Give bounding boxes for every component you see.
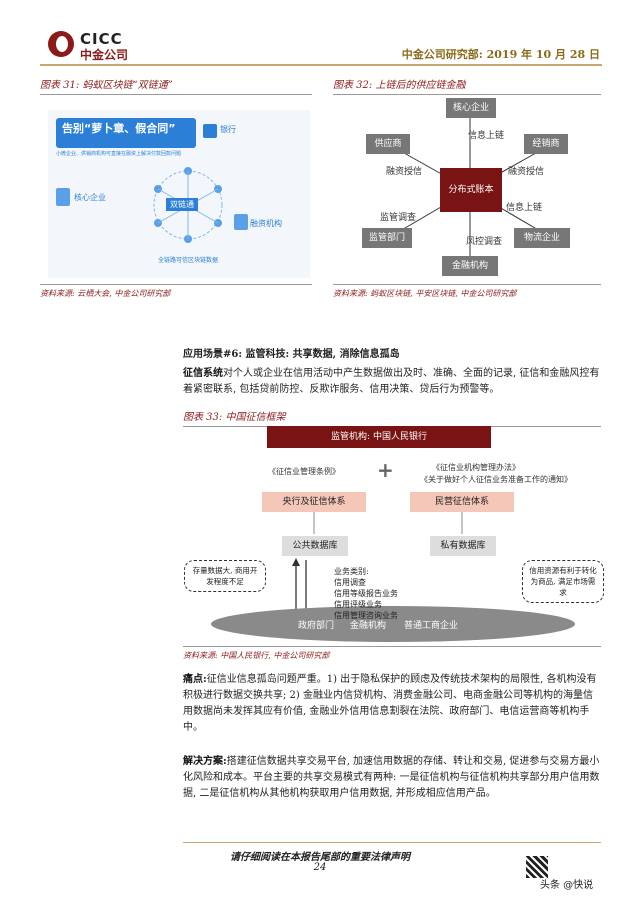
fig31-bank-label: 银行 — [220, 125, 236, 134]
fig33-business-item: 信用等级报告业务 — [334, 589, 398, 598]
fig32-edge-bottom-left: 监管调查 — [380, 213, 417, 223]
fig33-top-box: 监管机构: 中国人民银行 — [267, 426, 491, 448]
fig33-bubble-right: 信用资源有利于转化为商品, 满足市场需求 — [522, 560, 604, 603]
figure33-title: 图表 33: 中国征信框架 — [183, 408, 601, 427]
fig33-business-title: 业务类别: — [334, 567, 369, 576]
fig32-node-bottom: 金融机构 — [442, 256, 498, 276]
fig31-center-label: 双链通 — [166, 198, 198, 211]
figure31-title: 图表 31: 蚂蚁区块链“双链通” — [40, 76, 312, 95]
fig33-db-private: 私有数据库 — [430, 536, 496, 556]
pain-text: 征信业信息孤岛问题严重。1) 出于隐私保护的顾虑及传统技术架构的局限性, 各机构… — [183, 674, 597, 733]
fig33-bubble-left: 存量数据大, 商用开发程度不足 — [184, 560, 266, 592]
logo-text-cn: 中金公司 — [80, 48, 129, 62]
fig32-node-top-left: 供应商 — [366, 134, 410, 154]
intro-paragraph: 征信系统对个人或企业在信用活动中产生数据做出及时、准确、全面的记录, 征信和金融… — [183, 366, 601, 398]
fig33-db-public: 公共数据库 — [282, 536, 348, 556]
bank-icon — [203, 124, 217, 138]
figure31-illustration: 告别“萝卜章、假合同” 小微企业、供销商机构可直接在融资上解决付款回款问题 银行… — [48, 110, 310, 278]
fig33-business-item: 信用调查 — [334, 578, 366, 587]
cicc-logo-icon — [48, 31, 74, 57]
fig31-banner-sub: 小微企业、供销商机构可直接在融资上解决付款回款问题 — [56, 151, 182, 157]
solution-label: 解决方案: — [183, 756, 227, 767]
solution-paragraph: 解决方案:搭建征信数据共享交易平台, 加速信用数据的存储、转让和交易, 促进参与… — [183, 754, 601, 802]
figure31-source: 资料来源: 云栖大会, 中金公司研究部 — [40, 284, 312, 299]
solution-text: 搭建征信数据共享交易平台, 加速信用数据的存储、转让和交易, 促进参与交易方最小… — [183, 756, 600, 799]
fig33-business-item: 信用评级业务 — [334, 600, 382, 609]
fig32-node-top: 核心企业 — [446, 98, 496, 118]
fig33-ellipse-item: 金融机构 — [350, 621, 387, 631]
fig33-system-left: 央行及征信体系 — [262, 492, 366, 512]
pain-label: 痛点: — [183, 674, 207, 685]
fig33-ellipse-item: 普通工商企业 — [404, 621, 459, 631]
finance-icon — [234, 214, 248, 230]
fig32-node-bottom-left: 监管部门 — [362, 228, 412, 248]
plus-icon: + — [377, 458, 394, 482]
fig33-ellipse-item: 政府部门 — [298, 621, 335, 631]
intro-text: 对个人或企业在信用活动中产生数据做出及时、准确、全面的记录, 征信和金融风控有着… — [183, 368, 600, 395]
fig32-node-bottom-right: 物流企业 — [514, 228, 570, 248]
figure33-source: 资料来源: 中国人民银行, 中金公司研究部 — [183, 646, 601, 661]
fig31-finance-label: 融资机构 — [250, 219, 282, 228]
fig33-law-right-2: 《关于做好个人征信业务准备工作的通知》 — [420, 475, 572, 484]
figure32-title: 图表 32: 上链后的供应链金融 — [333, 76, 601, 95]
fig33-connectors — [211, 512, 575, 642]
header-divider — [40, 64, 602, 66]
intro-bold: 征信系统 — [183, 368, 223, 379]
pain-paragraph: 痛点:征信业信息孤岛问题严重。1) 出于隐私保护的顾虑及传统技术架构的局限性, … — [183, 672, 601, 736]
fig33-system-right: 民营征信体系 — [410, 492, 514, 512]
fig32-edge-bottom: 风控调查 — [466, 237, 503, 247]
fig32-edge-top-right: 融资授信 — [508, 167, 545, 177]
report-info: 中金公司研究部: 2019 年 10 月 28 日 — [401, 48, 600, 61]
fig32-edge-top: 信息上链 — [468, 131, 505, 141]
page-number: 24 — [313, 862, 327, 873]
building-icon — [56, 188, 70, 206]
fig33-business-item: 信用管理咨询业务 — [334, 611, 398, 620]
fig31-banner-title: 告别“萝卜章、假合同” — [62, 122, 176, 135]
fig32-edge-top-left: 融资授信 — [386, 167, 423, 177]
fig33-business-list: 业务类别: 信用调查 信用等级报告业务 信用评级业务 信用管理咨询业务 — [334, 566, 398, 621]
footer-disclaimer: 请仔细阅读在本报告尾部的重要法律声明 — [230, 852, 410, 863]
fig32-edge-bottom-right: 信息上链 — [506, 203, 543, 213]
fig31-bottom-label: 全链路可信区块链数据 — [158, 257, 219, 264]
watermark-text: 头条 @快说 — [540, 880, 594, 891]
fig33-law-left: 《征信业管理条例》 — [268, 467, 340, 476]
fig31-core-label: 核心企业 — [74, 193, 106, 202]
fig32-center-node: 分布式账本 — [440, 168, 502, 212]
logo-text-en: CICC — [80, 30, 123, 48]
section-heading: 应用场景#6: 监管科技: 共享数据, 消除信息孤岛 — [183, 349, 400, 360]
footer-divider — [183, 842, 601, 843]
fig33-law-right-1: 《征信业机构管理办法》 — [432, 463, 520, 472]
qr-code-icon — [526, 856, 548, 878]
fig32-node-top-right: 经销商 — [524, 134, 568, 154]
figure32-source: 资料来源: 蚂蚁区块链, 平安区块链, 中金公司研究部 — [333, 284, 601, 299]
